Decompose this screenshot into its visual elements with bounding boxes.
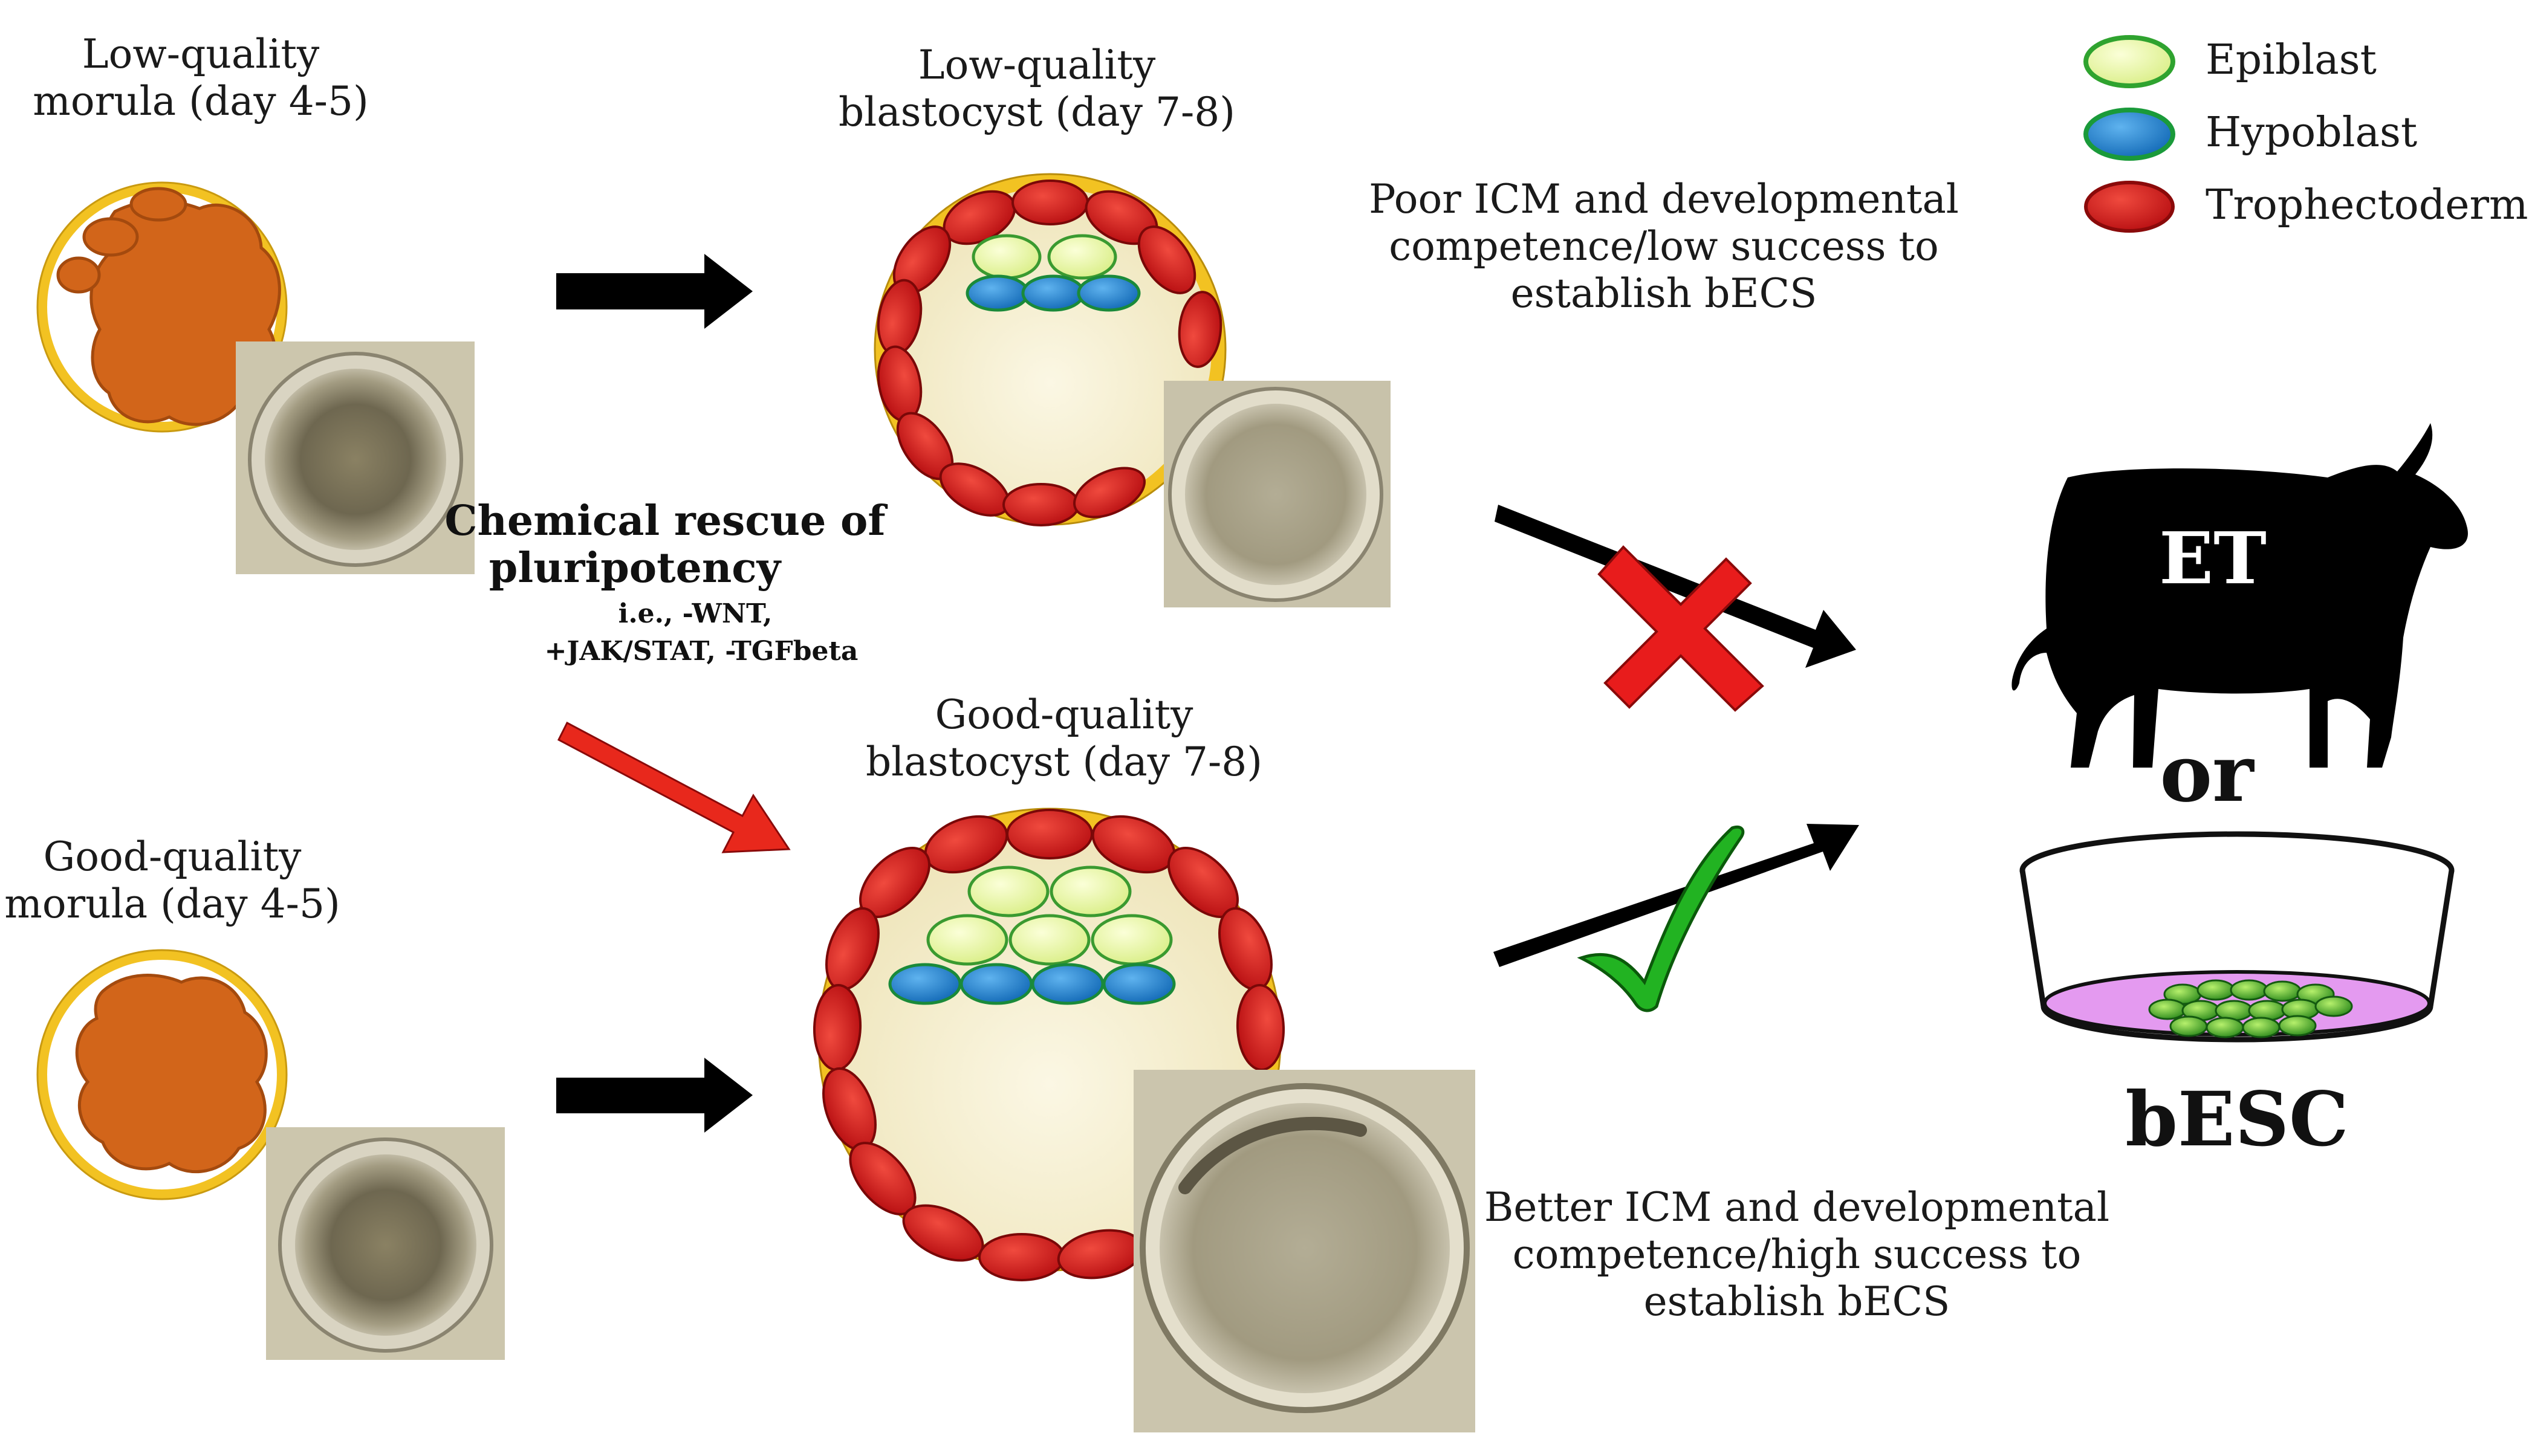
- legend-item-epiblast: Epiblast: [2086, 36, 2377, 86]
- legend-item-hypoblast: Hypoblast: [2086, 109, 2417, 158]
- et-label: ET: [2159, 516, 2267, 600]
- cross-icon: [1599, 547, 1762, 710]
- besc-label: bESC: [2125, 1076, 2348, 1163]
- rescue-line3: i.e., -WNT,: [618, 598, 773, 629]
- epiblast-swatch: [2086, 37, 2173, 86]
- hypoblast-swatch: [2086, 110, 2173, 158]
- petri-dish-icon: [2022, 834, 2452, 1040]
- rescue-line2: pluripotency: [489, 544, 782, 592]
- good-blasto-title: Good-quality blastocyst (day 7-8): [866, 691, 1262, 785]
- poor-line3: establish bECS: [1511, 270, 1817, 317]
- low-blastocyst-micrograph: [1164, 381, 1391, 607]
- rescue-line1: Chemical rescue of: [444, 497, 888, 545]
- good-blastocyst-micrograph: [1134, 1070, 1475, 1432]
- low-morula-title-line1: Low-quality: [82, 31, 320, 77]
- low-blasto-title-line1: Low-quality: [918, 42, 1156, 88]
- rescue-line4: +JAK/STAT, -TGFbeta: [545, 636, 859, 667]
- better-outcome-label: Better ICM and developmental competence/…: [1484, 1184, 2109, 1325]
- chemical-rescue-label: Chemical rescue of pluripotency i.e., -W…: [444, 497, 888, 667]
- poor-line1: Poor ICM and developmental: [1369, 176, 1959, 222]
- legend-item-trophectoderm: Trophectoderm: [2086, 181, 2528, 231]
- legend-label-trophectoderm: Trophectoderm: [2206, 181, 2528, 229]
- cow-icon: ET: [2011, 423, 2467, 768]
- arrow-low-morula-to-blastocyst: [556, 254, 753, 329]
- good-morula-title: Good-quality morula (day 4-5): [4, 833, 340, 927]
- low-morula-title-line2: morula (day 4-5): [33, 78, 368, 125]
- better-line1: Better ICM and developmental: [1484, 1184, 2109, 1231]
- good-blasto-title-line1: Good-quality: [935, 691, 1194, 738]
- legend: Epiblast Hypoblast Trophectoderm: [2086, 36, 2528, 231]
- legend-label-epiblast: Epiblast: [2206, 36, 2377, 84]
- low-morula-title: Low-quality morula (day 4-5): [33, 31, 368, 125]
- low-blasto-hypoblast: [967, 276, 1139, 310]
- good-morula-title-line2: morula (day 4-5): [4, 881, 340, 927]
- low-blasto-title-line2: blastocyst (day 7-8): [839, 89, 1235, 135]
- or-label: or: [2160, 727, 2255, 820]
- arrow-chemical-rescue: [559, 723, 789, 852]
- poor-outcome-label: Poor ICM and developmental competence/lo…: [1369, 176, 1959, 317]
- poor-line2: competence/low success to: [1389, 223, 1939, 270]
- good-morula-title-line1: Good-quality: [44, 833, 302, 880]
- good-blasto-title-line2: blastocyst (day 7-8): [866, 739, 1262, 785]
- low-morula-micrograph: [236, 341, 475, 574]
- arrow-good-morula-to-blastocyst: [556, 1058, 753, 1133]
- good-morula-micrograph: [266, 1127, 505, 1360]
- good-morula-illustration: [37, 950, 287, 1199]
- better-line3: establish bECS: [1644, 1278, 1950, 1325]
- low-blasto-title: Low-quality blastocyst (day 7-8): [839, 42, 1235, 135]
- trophectoderm-swatch: [2086, 183, 2173, 231]
- better-line2: competence/high success to: [1513, 1231, 2082, 1278]
- legend-label-hypoblast: Hypoblast: [2206, 109, 2417, 157]
